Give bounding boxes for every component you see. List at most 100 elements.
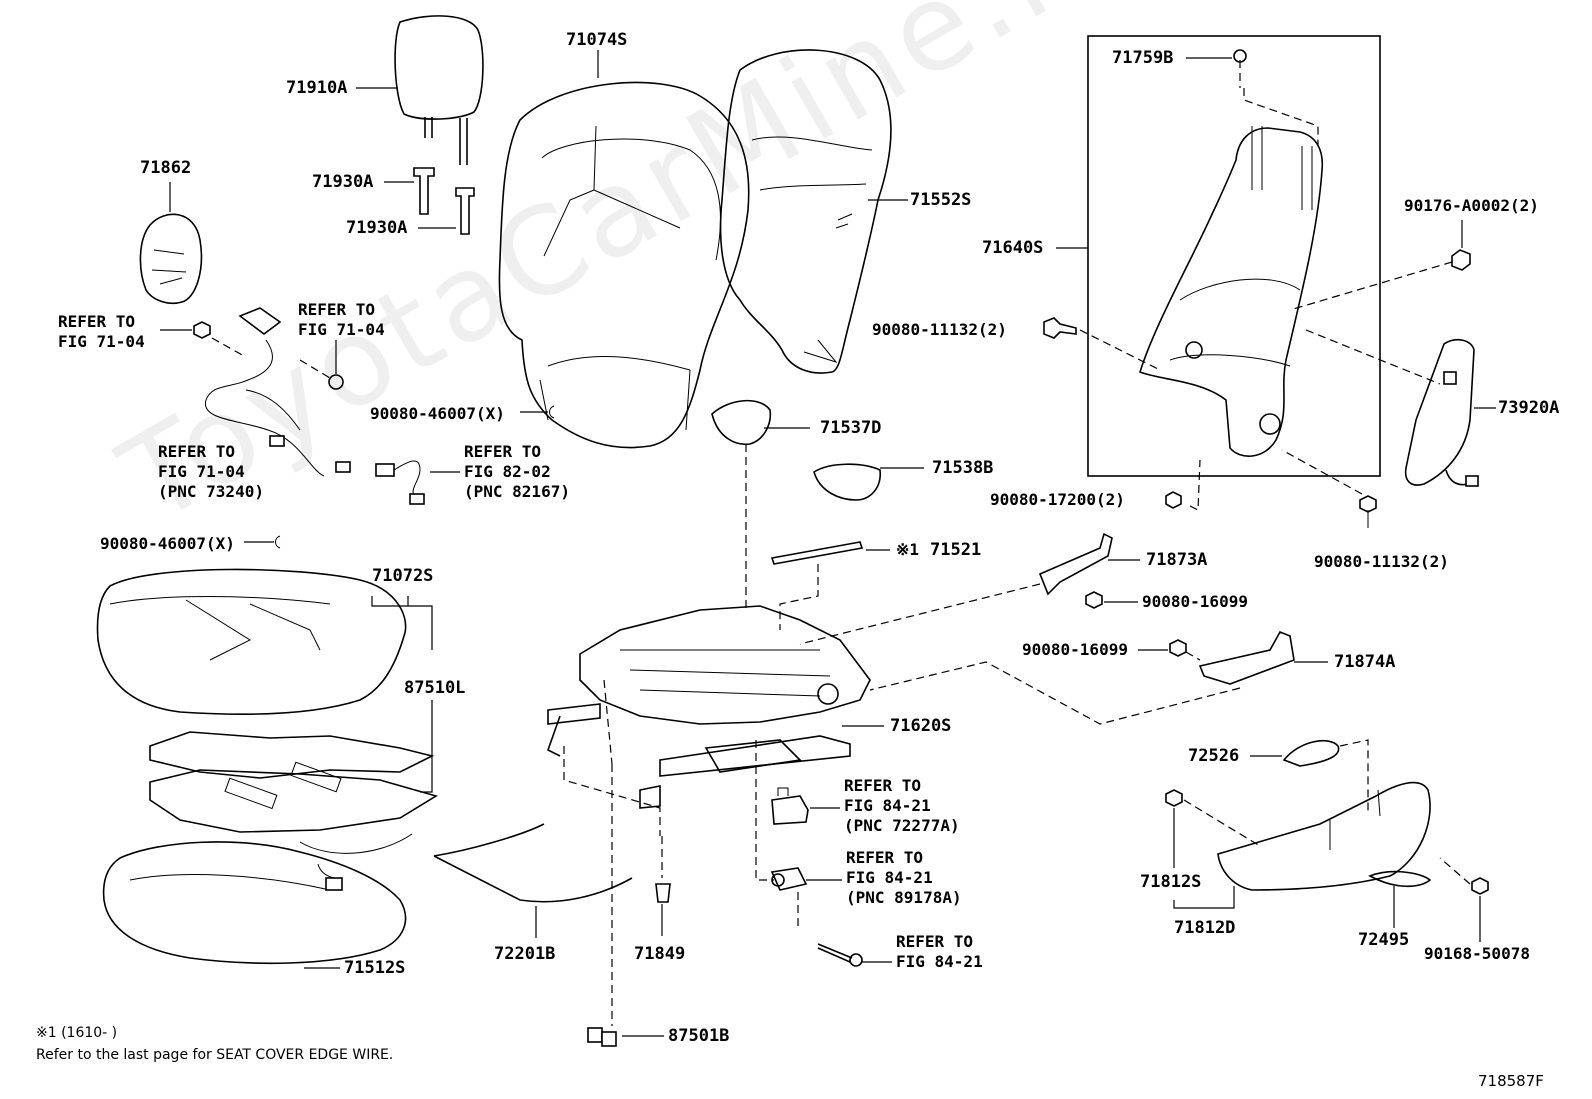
- cushion-cover-71072S-shape: [96, 568, 407, 716]
- label-71874A: 71874A: [1334, 652, 1396, 672]
- dash-71873A: [799, 583, 1041, 645]
- ref-fig-82-02: REFER TO FIG 82-02 (PNC 82167): [464, 442, 570, 502]
- ref-d-line1: REFER TO: [464, 442, 542, 461]
- label-71072S: 71072S: [372, 566, 434, 586]
- label-72495: 72495: [1358, 930, 1410, 950]
- dash-73920A: [1305, 329, 1441, 385]
- dash-ref-a: [211, 337, 245, 357]
- dash-71874A: [869, 661, 1241, 725]
- wire-71521-shape: [770, 541, 864, 565]
- headrest-71910A-shape: [394, 15, 484, 165]
- frame-callout-box: [1087, 35, 1381, 477]
- label-72201B: 72201B: [494, 944, 556, 964]
- bracket-71874A-shape: [1198, 630, 1295, 685]
- shield-71812-shape: [1217, 781, 1432, 891]
- dash-frame-left: [563, 746, 661, 836]
- label-90080-46007-b: 90080-46007(X): [100, 534, 235, 553]
- dash-17200: [1189, 459, 1201, 511]
- ref-f-line1: REFER TO: [846, 848, 924, 867]
- dash-90176: [1289, 261, 1453, 311]
- ref-a-line1: REFER TO: [58, 312, 136, 331]
- wire-72201B-shape: [433, 823, 633, 903]
- guide-71930A-shapes: [413, 167, 475, 235]
- nut-90080-17200-shape: [1165, 491, 1182, 509]
- bracket-71873A-shape: [1038, 532, 1113, 596]
- shield-73920A-shape: [1404, 338, 1479, 487]
- dash-71812S: [1183, 799, 1261, 847]
- leader-87510L: [420, 700, 433, 793]
- label-90080-16099-b: 90080-16099: [1022, 640, 1128, 659]
- part-89178A-shape: [770, 867, 808, 891]
- label-71521: 71521: [930, 540, 982, 560]
- label-90080-17200: 90080-17200(2): [990, 490, 1125, 509]
- seatback-pad-71552S-shape: [719, 49, 892, 374]
- dash-71759B: [1243, 88, 1319, 146]
- figure-id: 718587F: [1478, 1072, 1544, 1090]
- label-71910A: 71910A: [286, 78, 348, 98]
- label-71930A-2: 71930A: [346, 218, 408, 238]
- dash-ref-e: [755, 740, 774, 881]
- label-90080-46007-a: 90080-46007(X): [370, 404, 505, 423]
- bolt-ref-g-shape: [817, 943, 853, 963]
- label-71074S: 71074S: [566, 30, 628, 50]
- bolt-90080-11132-b-shape: [1359, 495, 1377, 513]
- dash-bolt-b: [1281, 449, 1363, 495]
- bolt-90168-shape: [1471, 877, 1489, 895]
- label-71812S: 71812S: [1140, 872, 1202, 892]
- dash-bolt-a: [1079, 329, 1161, 371]
- ref-f-line3: (PNC 89178A): [846, 888, 962, 907]
- clip-71849-shape: [655, 883, 671, 903]
- label-90080-11132-b: 90080-11132(2): [1314, 552, 1449, 571]
- ref-d-line2: FIG 82-02: [464, 462, 551, 481]
- dash-frame-87501B: [603, 679, 613, 765]
- ref-b-line2: FIG 71-04: [298, 320, 385, 339]
- label-71552S: 71552S: [910, 190, 972, 210]
- ref-g-line1: REFER TO: [896, 932, 974, 951]
- label-71640S: 71640S: [982, 238, 1044, 258]
- footnote-text: Refer to the last page for SEAT COVER ED…: [36, 1047, 394, 1063]
- bolt-71812S-shape: [1165, 789, 1183, 807]
- label-90080-11132-a: 90080-11132(2): [872, 320, 1007, 339]
- label-71759B: 71759B: [1112, 48, 1174, 68]
- dash-72526: [1339, 739, 1369, 814]
- frame-71640S-shape: [1139, 126, 1324, 457]
- label-71538B: 71538B: [932, 458, 994, 478]
- label-72526: 72526: [1188, 746, 1240, 766]
- label-73920A: 73920A: [1498, 398, 1560, 418]
- bolt-90080-16099-b-shape: [1169, 639, 1187, 657]
- seat-frame-71620S-shape: [547, 605, 871, 809]
- cover-71538B-shape: [813, 463, 881, 501]
- leader-71072S: [371, 596, 433, 650]
- label-90168-50078: 90168-50078: [1424, 944, 1530, 963]
- label-71873A: 71873A: [1146, 550, 1208, 570]
- knob-72526-shape: [1282, 739, 1340, 767]
- ref-fig-84-21-e: REFER TO FIG 84-21 (PNC 72277A): [844, 776, 960, 836]
- leader-71812D: [1173, 886, 1235, 909]
- ref-fig-84-21-f: REFER TO FIG 84-21 (PNC 89178A): [846, 848, 962, 908]
- dash-90168: [1439, 857, 1471, 885]
- ref-fig-84-21-g: REFER TO FIG 84-21: [896, 932, 983, 972]
- seatback-cover-71074S-shape: [498, 81, 750, 449]
- label-71537D: 71537D: [820, 418, 882, 438]
- dash-71521: [779, 564, 819, 630]
- ref-fig-71-04-a: REFER TO FIG 71-04: [58, 312, 145, 352]
- cushion-pad-71512S-shape: [102, 841, 407, 965]
- label-71812D: 71812D: [1174, 918, 1236, 938]
- bolt-90080-16099-a-shape: [1085, 591, 1103, 609]
- label-71862: 71862: [140, 158, 192, 178]
- clip-46007-b-shape: [275, 535, 281, 549]
- label-71620S: 71620S: [890, 716, 952, 736]
- footnote-mark: ※1 (1610- ): [36, 1025, 118, 1041]
- label-90176-A0002: 90176-A0002(2): [1404, 196, 1539, 215]
- ref-g-line2: FIG 84-21: [896, 952, 983, 971]
- bolt-90080-11132-a-shape: [1043, 317, 1077, 339]
- ref-c-line3: (PNC 73240): [158, 482, 264, 501]
- ref-b-line1: REFER TO: [298, 300, 376, 319]
- cover-71862-shape: [139, 213, 203, 305]
- label-87510L: 87510L: [404, 678, 466, 698]
- dash-16099-b: [1185, 651, 1201, 661]
- ref-f-line2: FIG 84-21: [846, 868, 933, 887]
- ref-c-line2: FIG 71-04: [158, 462, 245, 481]
